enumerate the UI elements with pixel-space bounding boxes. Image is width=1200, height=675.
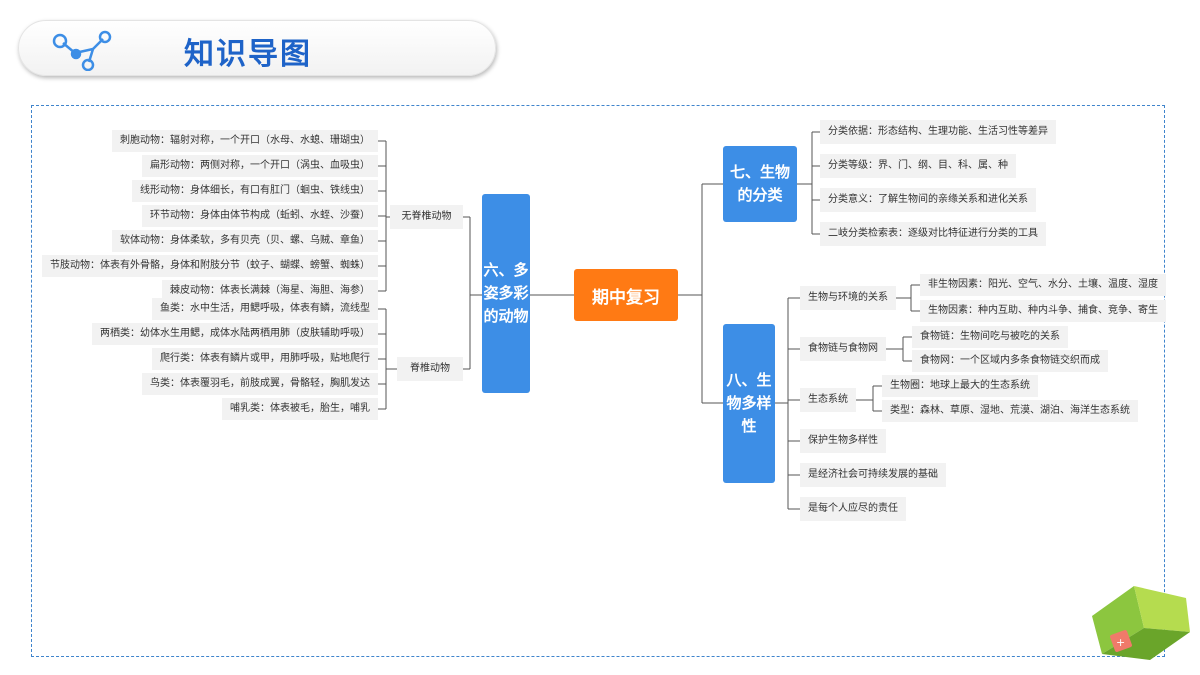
branch-8-item: 类型：森林、草原、湿地、荒漠、湖泊、海洋生态系统 [882, 400, 1138, 422]
branch-6-item: 刺胞动物：辐射对称，一个开口（水母、水螅、珊瑚虫） [112, 130, 378, 152]
branch-8-item: 生物圈：地球上最大的生态系统 [882, 375, 1038, 397]
branch-6-item: 爬行类：体表有鳞片或甲，用肺呼吸，贴地爬行 [152, 348, 378, 370]
branch-8-group-3: 保护生物多样性 [800, 429, 886, 453]
branch-8-item: 生物因素：种内互助、种内斗争、捕食、竞争、寄生 [920, 300, 1166, 322]
branch-8-group-4: 是经济社会可持续发展的基础 [800, 463, 946, 487]
book-icon: + [1092, 586, 1190, 660]
branch-6-group-1: 脊椎动物 [397, 357, 463, 381]
center-node: 期中复习 [574, 269, 678, 321]
branch-6-item: 线形动物：身体细长，有口有肛门（蛔虫、铁线虫） [132, 180, 378, 202]
header-bar: 知识导图 [18, 20, 496, 76]
branch-8-item: 非生物因素：阳光、空气、水分、土壤、温度、湿度 [920, 274, 1166, 296]
branch-6-item: 鱼类：水中生活，用鳃呼吸，体表有鳞，流线型 [152, 298, 378, 320]
branch-6-item: 软体动物：身体柔软，多有贝壳（贝、螺、乌贼、章鱼） [112, 230, 378, 252]
branch-6-node: 六、多姿多彩的动物 [482, 194, 530, 393]
branch-7-item: 分类依据：形态结构、生理功能、生活习性等差异 [820, 120, 1056, 144]
branch-6-item: 哺乳类：体表被毛，胎生，哺乳 [222, 398, 378, 420]
branch-7-item: 二岐分类检索表：逐级对比特征进行分类的工具 [820, 222, 1046, 246]
branch-8-item: 食物链：生物间吃与被吃的关系 [912, 326, 1068, 348]
branch-6-item: 鸟类：体表覆羽毛，前肢成翼，骨骼轻，胸肌发达 [142, 373, 378, 395]
branch-6-group-0: 无脊椎动物 [390, 205, 463, 229]
branch-6-item: 扁形动物：两侧对称，一个开口（涡虫、血吸虫） [142, 155, 378, 177]
branch-8-group-1: 食物链与食物网 [800, 337, 886, 361]
branch-8-item: 食物网：一个区域内多条食物链交织而成 [912, 350, 1108, 372]
branch-6-item: 棘皮动物：体表长满棘（海星、海胆、海参） [162, 280, 378, 302]
branch-7-node: 七、生物的分类 [723, 146, 797, 222]
branch-6-item: 节肢动物：体表有外骨骼，身体和附肢分节（蚊子、蝴蝶、螃蟹、蜘蛛） [42, 255, 378, 277]
page-title: 知识导图 [184, 37, 312, 72]
branch-8-group-2: 生态系统 [800, 388, 856, 412]
branch-6-item: 两栖类：幼体水生用鳃，成体水陆两栖用肺（皮肤辅助呼吸） [92, 323, 378, 345]
svg-text:+: + [1116, 636, 1125, 649]
branch-8-node: 八、生物多样性 [723, 324, 775, 483]
branch-6-item: 环节动物：身体由体节构成（蚯蚓、水蛭、沙蚕） [142, 205, 378, 227]
mindmap-frame [31, 105, 1165, 657]
branch-7-item: 分类意义：了解生物间的亲缘关系和进化关系 [820, 188, 1036, 212]
branch-8-group-5: 是每个人应尽的责任 [800, 497, 906, 521]
branch-7-item: 分类等级：界、门、纲、目、科、属、种 [820, 154, 1016, 178]
branch-8-group-0: 生物与环境的关系 [800, 286, 896, 310]
molecule-icon [52, 30, 112, 71]
